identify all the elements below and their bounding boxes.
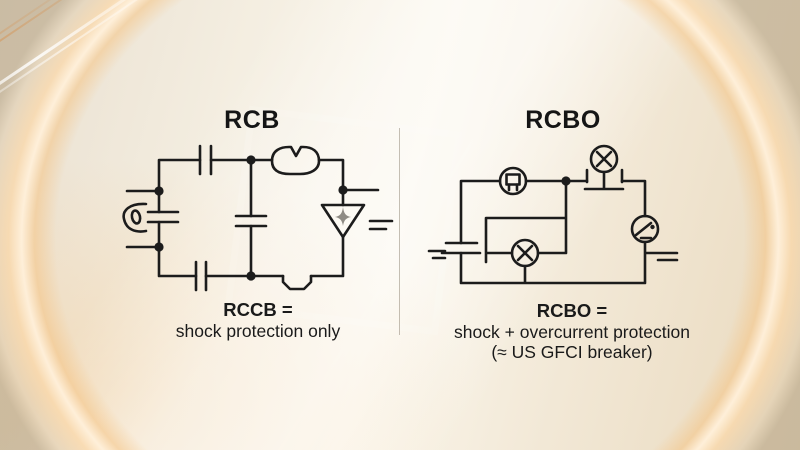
junction-dots bbox=[561, 176, 571, 186]
left-caption-term: RCCB = bbox=[223, 299, 293, 320]
breaker-contact-icon bbox=[270, 145, 321, 176]
rcb-wires bbox=[125, 158, 380, 278]
left-caption: RCCB = shock protection only bbox=[138, 299, 378, 341]
capacitor-icon bbox=[194, 260, 208, 292]
earth-icon bbox=[427, 249, 447, 260]
lamp-icon bbox=[589, 144, 619, 174]
breaker-contact-icon bbox=[281, 274, 313, 291]
battery-icon bbox=[440, 241, 482, 255]
right-caption-term: RCBO = bbox=[536, 300, 608, 321]
rcb-circuit-diagram bbox=[122, 144, 394, 292]
capacitor-icon bbox=[234, 214, 268, 228]
right-panel-title: RCBO bbox=[525, 106, 601, 134]
sensor-eye-icon bbox=[122, 202, 148, 233]
lamp-icon bbox=[510, 238, 540, 268]
capacitor-icon bbox=[146, 210, 180, 224]
rcbo-wires bbox=[459, 170, 679, 285]
right-caption-note: (≈ US GFCI breaker) bbox=[491, 342, 653, 362]
junction-dots bbox=[154, 155, 348, 281]
panel-divider bbox=[399, 128, 400, 335]
relay-coil-icon bbox=[498, 166, 528, 196]
left-caption-definition: shock protection only bbox=[175, 321, 341, 341]
earth-icon bbox=[368, 219, 394, 231]
capacitor-icon bbox=[198, 144, 213, 176]
right-caption-definition: shock + overcurrent protection bbox=[454, 322, 690, 342]
meter-dial-icon bbox=[630, 214, 660, 244]
rcbo-circuit-diagram bbox=[427, 144, 679, 285]
right-caption: RCBO = shock + overcurrent protection (≈… bbox=[432, 300, 712, 362]
surge-arrester-icon bbox=[320, 203, 366, 239]
switch-contact-icon bbox=[585, 168, 624, 184]
left-panel-title: RCB bbox=[224, 106, 280, 134]
